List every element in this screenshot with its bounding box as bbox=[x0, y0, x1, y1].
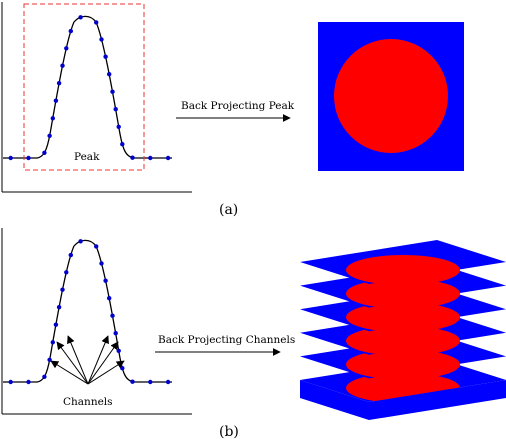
slice-disk bbox=[346, 325, 460, 356]
sample-point bbox=[113, 331, 118, 336]
sample-point bbox=[64, 46, 69, 51]
sample-point bbox=[42, 150, 47, 155]
sample-point bbox=[26, 379, 31, 385]
sample-points-b bbox=[8, 239, 171, 385]
slice-stack bbox=[300, 240, 506, 420]
sample-point bbox=[94, 20, 99, 25]
sample-point bbox=[103, 278, 108, 283]
peak-selection-box bbox=[23, 3, 145, 171]
sample-point bbox=[53, 98, 59, 103]
sample-points-a bbox=[8, 15, 171, 161]
sample-point bbox=[68, 252, 74, 258]
slice-disk bbox=[346, 255, 460, 285]
panel-a-axes bbox=[1, 2, 192, 193]
peak-label: Peak bbox=[74, 151, 100, 163]
sample-point bbox=[56, 305, 62, 310]
slice-disk bbox=[346, 349, 460, 380]
sample-point bbox=[50, 340, 55, 345]
sample-point bbox=[120, 142, 125, 147]
channels-label: Channels bbox=[63, 396, 113, 408]
slice-disk bbox=[346, 302, 460, 333]
stack-front-face bbox=[300, 380, 369, 420]
sample-point bbox=[148, 155, 153, 161]
sample-point bbox=[56, 81, 62, 86]
sample-point bbox=[165, 155, 171, 161]
sample-point bbox=[53, 322, 59, 327]
sample-point bbox=[47, 133, 52, 138]
sample-point bbox=[26, 155, 31, 161]
reconstruction-image-a bbox=[318, 22, 464, 171]
panel-b: Channels Back Projecting Channels (b) bbox=[1, 228, 506, 439]
sample-point bbox=[110, 89, 115, 94]
panel-b-axes bbox=[1, 228, 192, 415]
peak-curve bbox=[3, 15, 172, 159]
sample-point bbox=[113, 107, 118, 112]
sample-point bbox=[94, 244, 99, 249]
sample-point bbox=[107, 296, 112, 301]
panel-a: Peak Back Projecting Peak (a) bbox=[1, 2, 464, 218]
sample-point bbox=[42, 374, 47, 379]
sample-point bbox=[120, 366, 125, 371]
sample-point bbox=[130, 379, 135, 384]
slice-edge bbox=[300, 285, 325, 304]
back-project-channels-label: Back Projecting Channels bbox=[158, 334, 295, 346]
sample-point bbox=[148, 379, 153, 385]
slice-edge bbox=[300, 262, 325, 280]
channel-curve bbox=[3, 239, 172, 383]
caption-a: (a) bbox=[219, 202, 238, 218]
sample-point bbox=[78, 15, 83, 20]
sample-point bbox=[99, 37, 104, 42]
caption-b: (b) bbox=[219, 424, 239, 439]
slice-edge bbox=[300, 356, 325, 375]
red-disk bbox=[334, 39, 448, 153]
sample-point bbox=[68, 28, 74, 34]
sample-point bbox=[103, 54, 108, 59]
sample-point bbox=[50, 116, 55, 121]
sample-point bbox=[110, 313, 115, 318]
sample-point bbox=[8, 155, 13, 161]
sample-point bbox=[60, 287, 65, 292]
stack-side-face bbox=[369, 380, 506, 420]
sample-point bbox=[165, 379, 171, 385]
sample-point bbox=[116, 124, 121, 129]
sample-point bbox=[8, 379, 13, 385]
channel-pointer-arrows bbox=[50, 335, 125, 385]
sample-point bbox=[64, 270, 69, 275]
slice-edge bbox=[300, 332, 325, 351]
sample-point bbox=[130, 155, 135, 160]
sample-point bbox=[99, 261, 104, 266]
sample-point bbox=[78, 239, 83, 244]
sample-point bbox=[116, 348, 121, 353]
sample-point bbox=[107, 72, 112, 77]
slice-edge bbox=[300, 309, 325, 328]
back-project-peak-label: Back Projecting Peak bbox=[181, 100, 295, 112]
slice-layer bbox=[300, 240, 506, 285]
slice-disk bbox=[346, 278, 460, 309]
sample-point bbox=[60, 63, 65, 68]
